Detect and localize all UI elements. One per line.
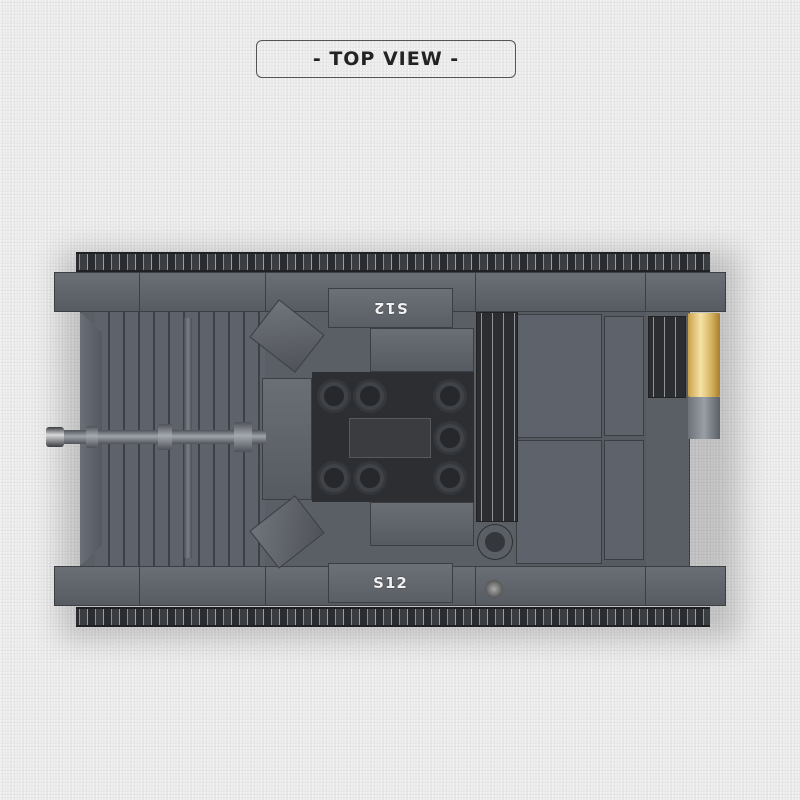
- gun-breech: [349, 418, 431, 458]
- barrel-collar: [234, 422, 252, 452]
- engine-grille: [476, 312, 518, 522]
- armor-block-top: [370, 328, 474, 372]
- barrel-collar: [158, 424, 172, 450]
- barrel-collar: [86, 426, 98, 448]
- hull-marking-bottom: S12: [373, 574, 408, 592]
- gun-barrel: [46, 430, 266, 444]
- engine-deck: [516, 312, 646, 566]
- gold-exhaust-cylinder: [688, 313, 720, 397]
- gun-mantlet: [262, 378, 312, 500]
- rear-grille: [648, 316, 686, 398]
- track-bottom: [76, 607, 710, 627]
- antenna-mount: [485, 580, 503, 598]
- shield-plate-bottom: S12: [328, 563, 453, 603]
- muzzle-brake: [46, 427, 64, 447]
- track-top: [76, 252, 710, 272]
- exhaust-cap: [688, 397, 720, 439]
- view-label: - TOP VIEW -: [256, 40, 516, 78]
- armor-block-bottom: [370, 502, 474, 546]
- hull-marking-top: S12: [373, 299, 408, 317]
- hatch-ring: [478, 525, 512, 559]
- shield-plate-top: S12: [328, 288, 453, 328]
